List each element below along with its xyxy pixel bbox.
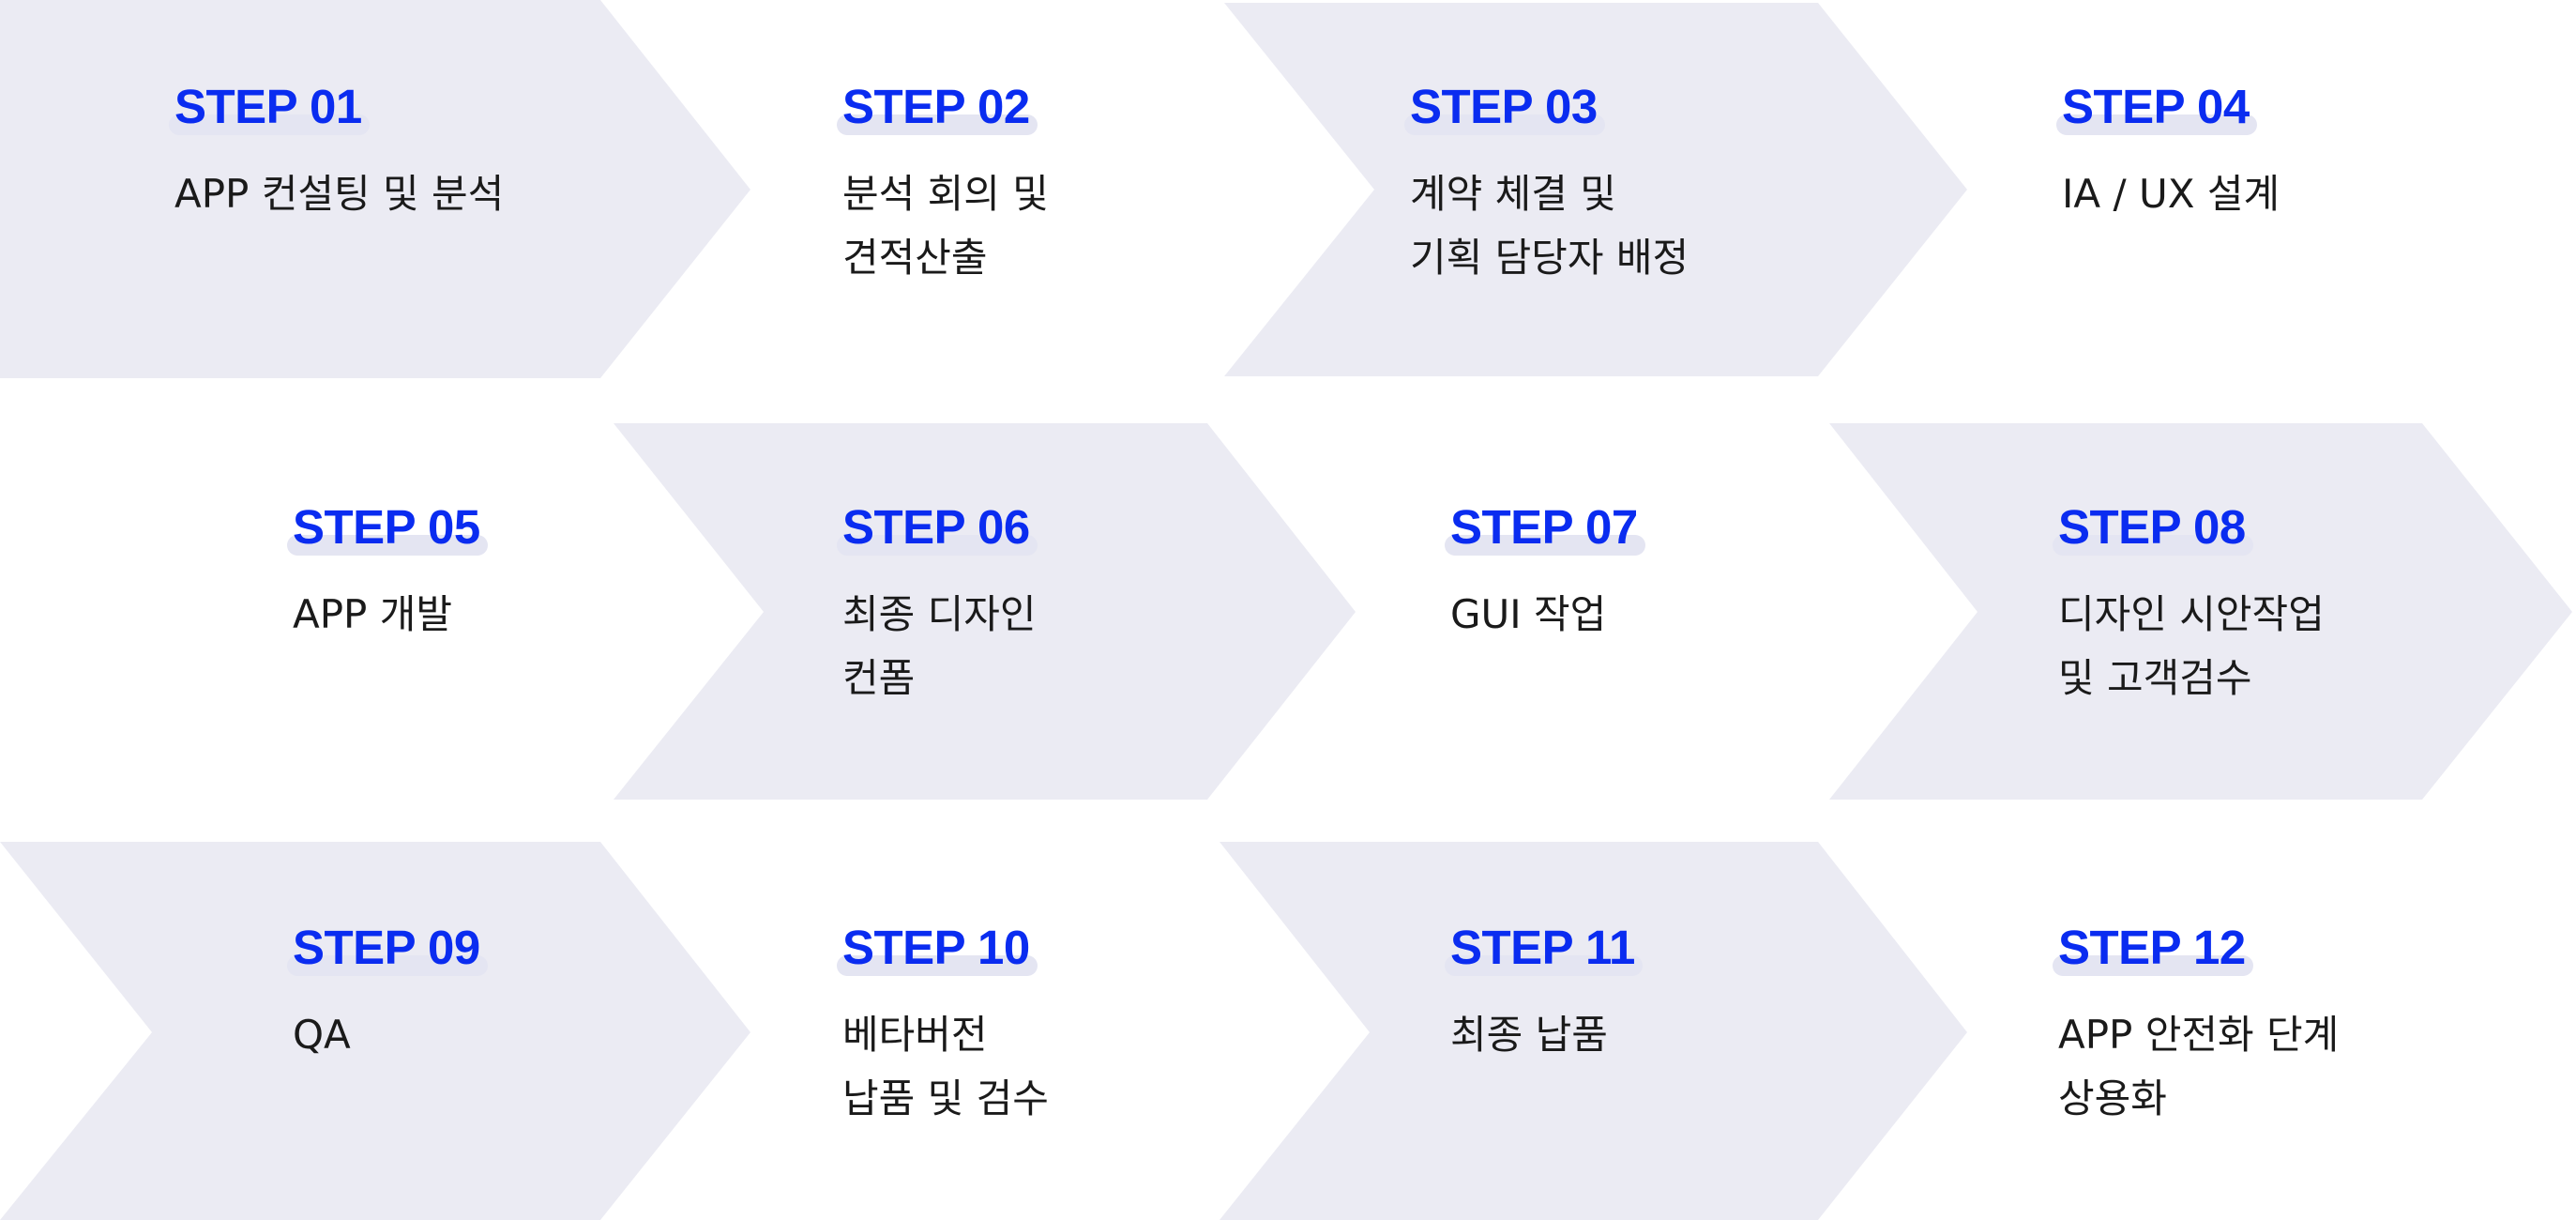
- step-description-line: 및 고객검수: [2058, 655, 2252, 701]
- step-description-line: APP 컨설팅 및 분석: [174, 171, 505, 217]
- step-description-line: 기획 담당자 배정: [1410, 235, 1690, 281]
- step-12: STEP 12 APP 안전화 단계 상용화: [2053, 921, 2339, 1131]
- step-description-line: 최종 납품: [1450, 1012, 1608, 1058]
- step-label: STEP 02: [837, 80, 1038, 135]
- step-description: APP 컨설팅 및 분석: [174, 162, 504, 226]
- step-label: STEP 11: [1445, 921, 1643, 976]
- step-description: 최종 디자인 컨폼: [842, 583, 1037, 710]
- step-label: STEP 10: [837, 921, 1038, 976]
- step-label: STEP 07: [1445, 500, 1645, 556]
- step-description-line: 디자인 시안작업: [2058, 591, 2325, 637]
- chevron-step-09: [0, 842, 750, 1220]
- step-01: STEP 01 APP 컨설팅 및 분석: [169, 80, 504, 226]
- step-label: STEP 01: [169, 80, 370, 135]
- step-description: QA: [293, 1003, 480, 1067]
- step-description-line: 분석 회의 및: [842, 171, 1049, 217]
- step-description: 계약 체결 및 기획 담당자 배정: [1410, 162, 1689, 290]
- chevron-step-08: [1829, 423, 2572, 800]
- step-description: 디자인 시안작업 및 고객검수: [2058, 583, 2325, 710]
- step-description: IA / UX 설계: [2062, 162, 2280, 226]
- step-description-line: QA: [293, 1012, 351, 1058]
- step-description-line: GUI 작업: [1450, 591, 1607, 637]
- step-label: STEP 09: [287, 921, 488, 976]
- step-description: APP 안전화 단계 상용화: [2058, 1003, 2339, 1131]
- step-description-line: 베타버전: [842, 1012, 988, 1058]
- step-label: STEP 08: [2053, 500, 2253, 556]
- step-description-line: APP 안전화 단계: [2058, 1012, 2340, 1058]
- step-description-line: APP 개발: [293, 591, 453, 637]
- step-description-line: 최종 디자인: [842, 591, 1037, 637]
- step-label: STEP 04: [2056, 80, 2257, 135]
- step-description: GUI 작업: [1450, 583, 1638, 647]
- step-description-line: 상용화: [2058, 1075, 2167, 1121]
- step-09: STEP 09 QA: [287, 921, 488, 1067]
- step-description: 베타버전 납품 및 검수: [842, 1003, 1049, 1131]
- step-02: STEP 02 분석 회의 및 견적산출: [837, 80, 1049, 290]
- step-08: STEP 08 디자인 시안작업 및 고객검수: [2053, 500, 2325, 710]
- step-05: STEP 05 APP 개발: [287, 500, 488, 647]
- step-07: STEP 07 GUI 작업: [1445, 500, 1645, 647]
- step-description: 분석 회의 및 견적산출: [842, 162, 1049, 290]
- step-03: STEP 03 계약 체결 및 기획 담당자 배정: [1404, 80, 1689, 290]
- step-label: STEP 12: [2053, 921, 2253, 976]
- step-11: STEP 11 최종 납품: [1445, 921, 1643, 1067]
- step-description-line: 견적산출: [842, 235, 988, 281]
- step-label: STEP 06: [837, 500, 1038, 556]
- step-06: STEP 06 최종 디자인 컨폼: [837, 500, 1038, 710]
- step-description: 최종 납품: [1450, 1003, 1635, 1067]
- chevron-step-01: [0, 0, 750, 378]
- step-10: STEP 10 베타버전 납품 및 검수: [837, 921, 1049, 1131]
- step-description-line: 컨폼: [842, 655, 916, 701]
- chevron-step-11: [1220, 842, 1967, 1220]
- chevron-step-03: [1224, 3, 1967, 376]
- step-description-line: IA / UX 설계: [2062, 171, 2281, 217]
- step-04: STEP 04 IA / UX 설계: [2056, 80, 2280, 226]
- step-label: STEP 03: [1404, 80, 1605, 135]
- step-label: STEP 05: [287, 500, 488, 556]
- step-description-line: 계약 체결 및: [1410, 171, 1616, 217]
- step-description-line: 납품 및 검수: [842, 1075, 1049, 1121]
- step-description: APP 개발: [293, 583, 480, 647]
- chevron-step-06: [614, 423, 1356, 800]
